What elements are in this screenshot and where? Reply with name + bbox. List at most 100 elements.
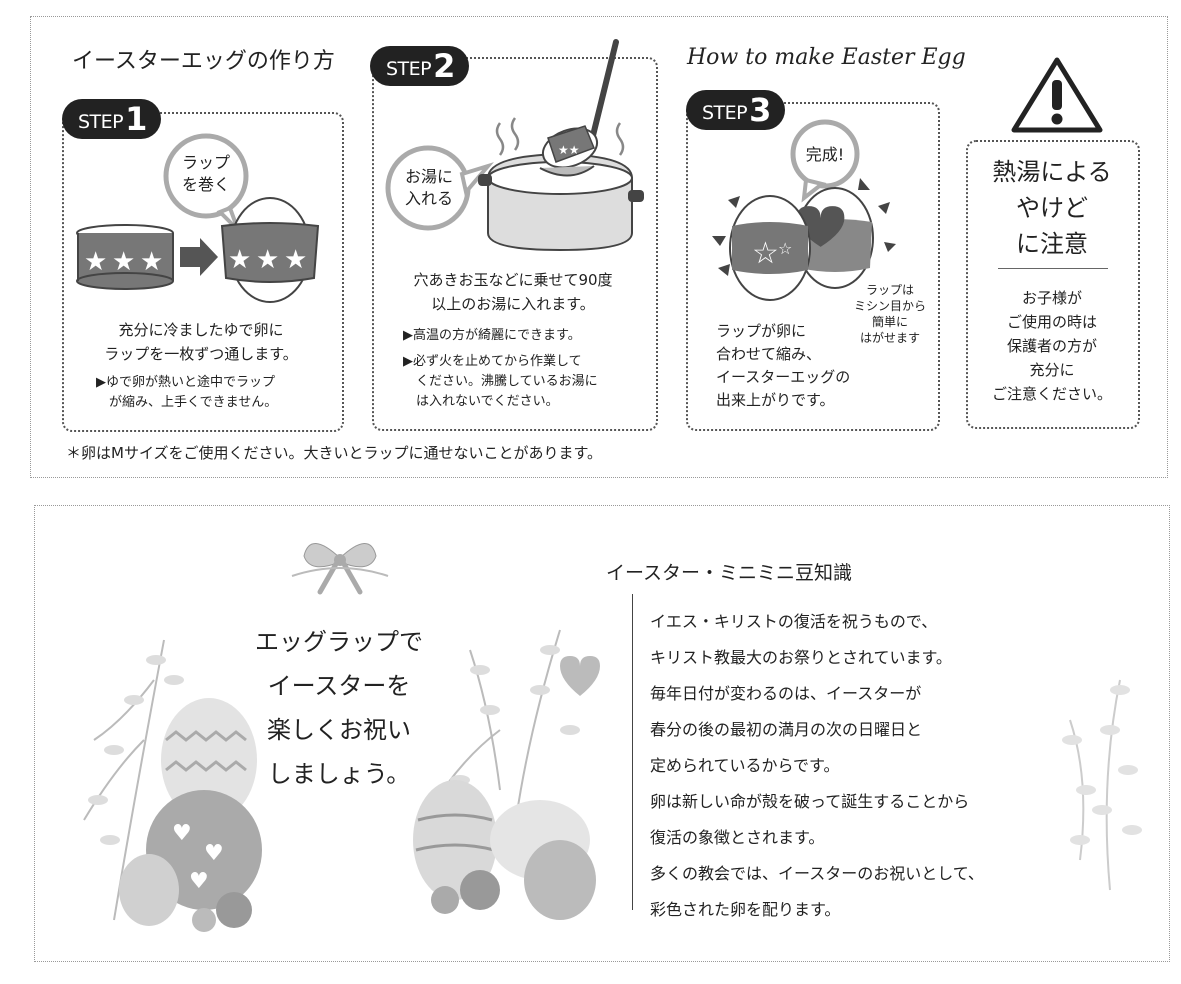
step2-bubble-line2: 入れる xyxy=(404,189,453,208)
decorated-egg-left-icon: ☆ ☆ xyxy=(729,195,811,301)
sparkle-icon xyxy=(712,178,896,276)
greeting-line2: イースターを xyxy=(267,672,411,700)
step1-badge: STEP1 xyxy=(62,99,161,139)
step1-illustration: ★ ★ ★ ★ ★ ★ xyxy=(76,133,320,303)
trivia-line2: キリスト教最大のお祭りとされています。 xyxy=(650,648,952,667)
trivia-line1: イエス・キリストの復活を祝うもので、 xyxy=(650,612,938,631)
step3-instruction: ラップが卵に 合わせて縮み、 イースターエッグの 出来上がりです。 xyxy=(716,320,886,412)
step1-bubble-text: ラップ を巻く xyxy=(176,152,236,196)
warning-title-line1: 熱湯による xyxy=(992,158,1112,186)
trivia-body: イエス・キリストの復活を祝うもので、 キリスト教最大のお祭りとされています。 毎… xyxy=(650,604,1070,928)
warning-body: お子様が ご使用の時は 保護者の方が 充分に ご注意ください。 xyxy=(966,286,1138,406)
trivia-line7: 復活の象徴とされます。 xyxy=(650,828,825,847)
decorated-egg-right-icon xyxy=(796,187,874,289)
svg-text:★: ★ xyxy=(84,247,107,277)
wrap-band-icon: ★ ★ ★ xyxy=(76,224,174,290)
page-title-english: How to make Easter Egg xyxy=(687,45,966,70)
step2-box xyxy=(372,57,658,431)
step1-note-line2: が縮み、上手くできません。 xyxy=(109,395,278,410)
step2-bubble-text: お湯に 入れる xyxy=(394,166,464,210)
step3-side-note-line3: 簡単に xyxy=(871,315,908,329)
step2-speech-bubble xyxy=(385,145,494,231)
svg-text:♥: ♥ xyxy=(172,821,192,846)
step1-box xyxy=(62,112,344,432)
step2-note2-line1: ▶必ず火を止めてから作業して xyxy=(403,354,582,369)
step2-badge-number: 2 xyxy=(433,47,455,85)
svg-text:☆: ☆ xyxy=(778,239,792,258)
trivia-line9: 彩色された卵を配ります。 xyxy=(650,900,841,919)
step1-badge-number: 1 xyxy=(125,100,147,138)
svg-text:♥: ♥ xyxy=(189,869,209,894)
step1-note: ▶ゆで卵が熱いと途中でラップ が縮み、上手くできません。 xyxy=(96,373,336,413)
step3-instruction-line3: イースターエッグの xyxy=(716,368,851,386)
trivia-line3: 毎年日付が変わるのは、イースターが xyxy=(650,684,922,703)
greeting-line4: しましょう。 xyxy=(267,760,411,788)
step3-badge: STEP3 xyxy=(686,90,785,130)
warning-title-line2: やけど xyxy=(1016,194,1088,222)
warning-box xyxy=(966,140,1140,429)
warning-triangle-icon xyxy=(1011,57,1103,133)
warning-divider xyxy=(998,268,1108,269)
warning-body-line2: ご使用の時は xyxy=(1006,313,1097,331)
greeting-line3: 楽しくお祝い xyxy=(267,716,411,744)
step2-note2-line3: は入れないでください。 xyxy=(416,394,559,409)
warning-title: 熱湯による やけど に注意 xyxy=(966,154,1138,262)
trivia-line4: 春分の後の最初の満月の次の日曜日と xyxy=(650,720,923,739)
svg-text:☆: ☆ xyxy=(752,236,779,271)
step3-speech-bubble xyxy=(790,119,860,203)
step3-side-note-line2: ミシン目から xyxy=(853,299,926,313)
svg-text:★: ★ xyxy=(140,247,163,277)
step2-note1: ▶高温の方が綺麗にできます。 xyxy=(403,328,581,343)
step2-instruction: 穴あきお玉などに乗せて90度 以上のお湯に入れます。 xyxy=(378,268,648,316)
trivia-line8: 多くの教会では、イースターのお祝いとして、 xyxy=(650,864,984,883)
step1-bubble-line2: を巻く xyxy=(181,175,230,194)
warning-title-line3: に注意 xyxy=(1016,230,1088,258)
svg-text:★: ★ xyxy=(112,247,135,277)
step2-instruction-line1: 穴あきお玉などに乗せて90度 xyxy=(413,271,613,289)
step3-badge-text: STEP xyxy=(702,102,748,124)
warning-body-line3: 保護者の方が xyxy=(1006,337,1097,355)
steam-icon xyxy=(495,117,625,156)
step1-bubble-line1: ラップ xyxy=(181,153,230,172)
wrapped-egg-icon: ★ ★ ★ xyxy=(220,197,320,303)
step3-side-note: ラップは ミシン目から 簡単に はがせます xyxy=(846,282,934,346)
greeting-message: エッグラップで イースターを 楽しくお祝い しましょう。 xyxy=(234,620,444,796)
step1-instruction: 充分に冷ましたゆで卵に ラップを一枚ずつ通します。 xyxy=(70,318,332,366)
bottom-section-frame xyxy=(34,505,1170,962)
warning-body-line1: お子様が xyxy=(1021,289,1082,307)
greeting-line1: エッグラップで xyxy=(255,628,423,656)
trivia-title: イースター・ミニミニ豆知識 xyxy=(606,562,853,584)
step2-badge-text: STEP xyxy=(386,58,432,80)
ribbon-bow-icon xyxy=(291,543,389,595)
trivia-rule xyxy=(632,594,633,910)
step2-bubble-line1: お湯に xyxy=(404,167,453,186)
step3-box xyxy=(686,102,940,431)
step2-badge: STEP2 xyxy=(370,46,469,86)
easter-eggs-left-illustration: ♥ ♥ ♥ xyxy=(83,639,262,932)
step1-note-line1: ▶ゆで卵が熱いと途中でラップ xyxy=(96,375,275,390)
step3-bubble-text: 完成! xyxy=(805,145,845,164)
step2-illustration: ★★ xyxy=(385,39,644,252)
step1-badge-text: STEP xyxy=(78,111,124,133)
page-title: イースターエッグの作り方 xyxy=(72,49,335,74)
svg-text:★: ★ xyxy=(256,245,279,275)
egg-in-ladle-icon: ★★ xyxy=(539,125,599,177)
step2-note2-line2: ください。沸騰しているお湯に xyxy=(416,374,598,389)
pot-icon xyxy=(478,152,644,252)
svg-text:♥: ♥ xyxy=(204,841,224,866)
top-section-frame xyxy=(30,16,1168,478)
step3-side-note-line1: ラップは xyxy=(865,283,914,297)
step1-speech-bubble xyxy=(163,133,249,232)
step3-illustration: ☆ ☆ xyxy=(712,119,896,301)
easter-eggs-middle-illustration xyxy=(413,629,600,920)
step3-instruction-line1: ラップが卵に xyxy=(716,322,807,340)
botanical-right-illustration xyxy=(1062,679,1142,891)
warning-body-line4: 充分に xyxy=(1029,361,1075,379)
step3-instruction-line2: 合わせて縮み、 xyxy=(716,345,822,363)
svg-text:★★: ★★ xyxy=(558,143,580,157)
step2-note2: ▶必ず火を止めてから作業して ください。沸騰しているお湯に は入れないでください… xyxy=(403,352,643,412)
step3-instruction-line4: 出来上がりです。 xyxy=(716,391,835,409)
trivia-line5: 定められているからです。 xyxy=(650,756,840,775)
warning-body-line5: ご注意ください。 xyxy=(991,385,1112,403)
footnote: ＊卵はMサイズをご使用ください。大きいとラップに通せないことがあります。 xyxy=(66,444,602,462)
